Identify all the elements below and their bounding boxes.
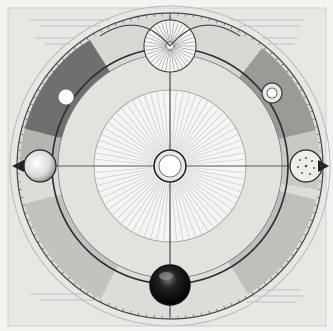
new-moon-icon: [150, 265, 190, 305]
small-orb-icon: [58, 89, 74, 105]
new-moon-highlight: [159, 272, 173, 280]
sun-disc-inner: [159, 155, 181, 177]
full-moon-icon: [24, 150, 56, 182]
small-orb-right-inner: [267, 88, 277, 98]
